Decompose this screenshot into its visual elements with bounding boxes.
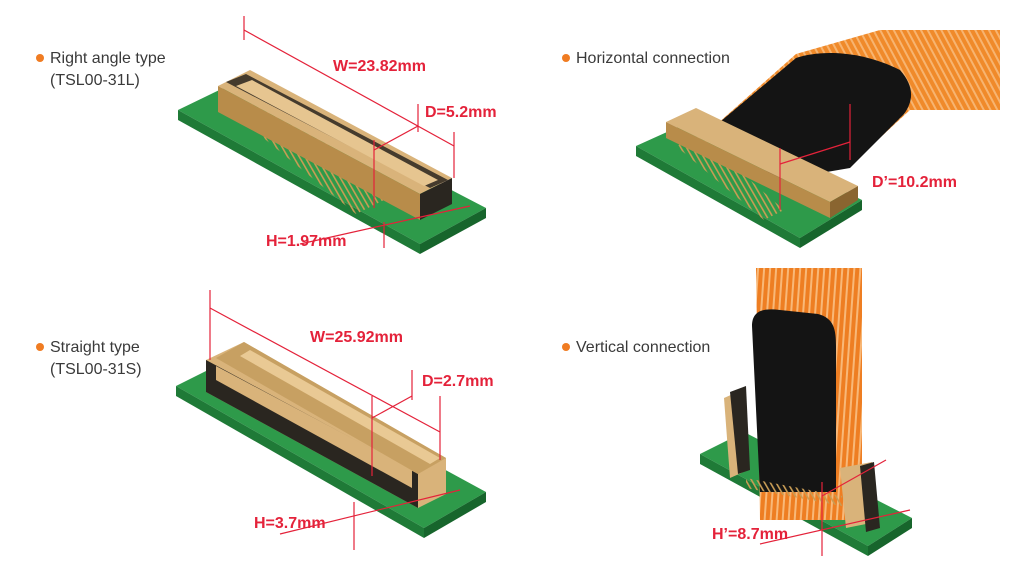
caption-horizontal: Horizontal connection <box>562 48 730 70</box>
caption-label: Straight type <box>50 339 140 356</box>
straight-connector-illustration <box>176 342 486 538</box>
horizontal-connection-illustration <box>636 30 1000 248</box>
vertical-dimension-lines <box>759 459 911 556</box>
dimension-width-right-angle: W=23.82mm <box>333 58 426 75</box>
bullet-icon <box>562 53 570 62</box>
caption-part-number: (TSL00-31S) <box>50 361 142 378</box>
right-angle-dimension-lines <box>243 16 471 248</box>
bullet-icon <box>36 53 44 62</box>
right-angle-connector-illustration <box>178 70 486 254</box>
dimension-depth-straight: D=2.7mm <box>422 373 494 390</box>
dimension-width-straight: W=25.92mm <box>310 329 403 346</box>
straight-dimension-lines <box>209 290 461 550</box>
dimension-depth-right-angle: D=5.2mm <box>425 104 497 121</box>
dimension-height-right-angle: H=1.97mm <box>266 233 347 250</box>
caption-label: Horizontal connection <box>576 50 730 67</box>
vertical-connection-illustration <box>700 268 912 556</box>
caption-label: Vertical connection <box>576 339 711 356</box>
horizontal-dimension-lines <box>779 104 851 210</box>
caption-vertical: Vertical connection <box>562 337 710 359</box>
caption-label: Right angle type <box>50 50 166 67</box>
dimension-height-vertical: H’=8.7mm <box>712 526 789 543</box>
bullet-icon <box>562 342 570 351</box>
caption-right-angle: Right angle type (TSL00-31L) <box>36 48 166 92</box>
bullet-icon <box>36 342 44 351</box>
caption-part-number: (TSL00-31L) <box>50 72 140 89</box>
caption-straight: Straight type (TSL00-31S) <box>36 337 142 381</box>
dimension-depth-horizontal: D’=10.2mm <box>872 174 957 191</box>
dimension-height-straight: H=3.7mm <box>254 515 326 532</box>
